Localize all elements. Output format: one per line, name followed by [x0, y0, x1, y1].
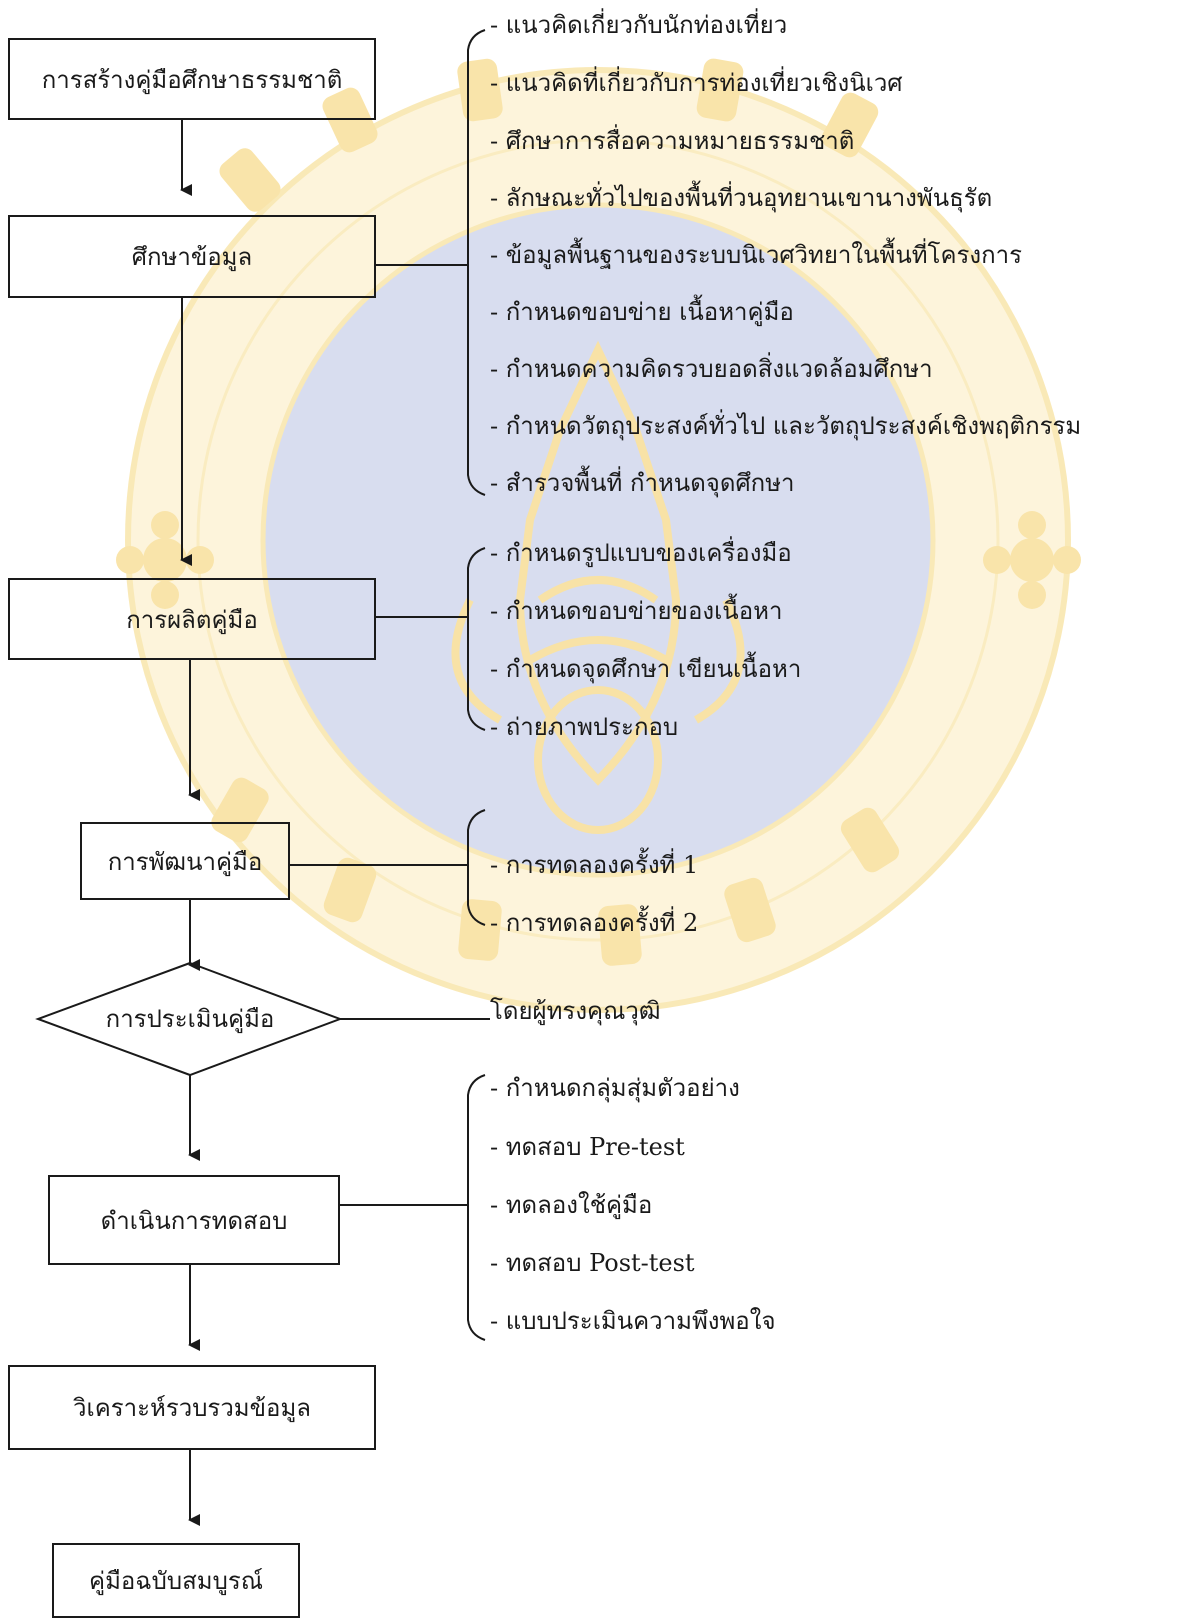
study-item-6: - กำหนดขอบข่าย เนื้อหาคู่มือ: [490, 298, 794, 326]
production-bracket: [467, 547, 486, 731]
step-evaluation-label: การประเมินคู่มือ: [105, 1005, 275, 1033]
study-item-5: - ข้อมูลพื้นฐานของระบบนิเวศวิทยาในพื้นที…: [490, 241, 1023, 269]
step-final-box: คู่มือฉบับสมบูรณ์: [52, 1543, 300, 1618]
step-study-box: ศึกษาข้อมูล: [8, 215, 376, 298]
development-item-2: - การทดลองครั้งที่ 2: [490, 909, 699, 937]
evaluation-diamond: [35, 961, 343, 1077]
step-final-label: คู่มือฉบับสมบูรณ์: [89, 1567, 263, 1595]
production-item-4: - ถ่ายภาพประกอบ: [490, 713, 679, 741]
step-production-box: การผลิตคู่มือ: [8, 578, 376, 660]
testing-item-2: - ทดสอบ Pre-test: [490, 1133, 685, 1161]
study-item-3: - ศึกษาการสื่อความหมายธรรมชาติ: [490, 127, 855, 155]
study-item-4: - ลักษณะทั่วไปของพื้นที่วนอุทยานเขานางพั…: [490, 184, 993, 212]
production-item-1: - กำหนดรูปแบบของเครื่องมือ: [490, 539, 792, 567]
step-analysis-box: วิเคราะห์รวบรวมข้อมูล: [8, 1365, 376, 1450]
study-item-8: - กำหนดวัตถุประสงค์ทั่วไป และวัตถุประสงค…: [490, 412, 1082, 440]
step-production-label: การผลิตคู่มือ: [126, 605, 258, 634]
testing-item-4: - ทดสอบ Post-test: [490, 1249, 695, 1277]
testing-bracket: [467, 1074, 486, 1341]
step-create-guide-box: การสร้างคู่มือศึกษาธรรมชาติ: [8, 38, 376, 120]
step-testing-label: ดำเนินการทดสอบ: [100, 1206, 288, 1235]
study-item-1: - แนวคิดเกี่ยวกับนักท่องเที่ยว: [490, 11, 788, 39]
step-study-label: ศึกษาข้อมูล: [131, 243, 253, 271]
step-development-label: การพัฒนาคู่มือ: [107, 847, 263, 876]
testing-item-1: - กำหนดกลุ่มสุ่มตัวอย่าง: [490, 1074, 740, 1102]
development-bracket: [467, 809, 486, 926]
step-testing-box: ดำเนินการทดสอบ: [48, 1175, 340, 1265]
step-analysis-label: วิเคราะห์รวบรวมข้อมูล: [73, 1394, 311, 1422]
production-item-3: - กำหนดจุดศึกษา เขียนเนื้อหา: [490, 655, 802, 683]
development-item-1: - การทดลองครั้งที่ 1: [490, 851, 699, 879]
study-item-2: - แนวคิดที่เกี่ยวกับการท่องเที่ยวเชิงนิเ…: [490, 69, 903, 97]
testing-item-3: - ทดลองใช้คู่มือ: [490, 1191, 653, 1219]
testing-item-5: - แบบประเมินความพึงพอใจ: [490, 1307, 776, 1335]
step-development-box: การพัฒนาคู่มือ: [80, 822, 290, 900]
production-item-2: - กำหนดขอบข่ายของเนื้อหา: [490, 597, 783, 625]
evaluation-note: โดยผู้ทรงคุณวุฒิ: [490, 997, 661, 1025]
study-item-9: - สำรวจพื้นที่ กำหนดจุดศึกษา: [490, 469, 795, 497]
study-bracket: [467, 29, 486, 496]
step-create-guide-label: การสร้างคู่มือศึกษาธรรมชาติ: [41, 65, 343, 94]
study-item-7: - กำหนดความคิดรวบยอดสิ่งแวดล้อมศึกษา: [490, 355, 933, 383]
